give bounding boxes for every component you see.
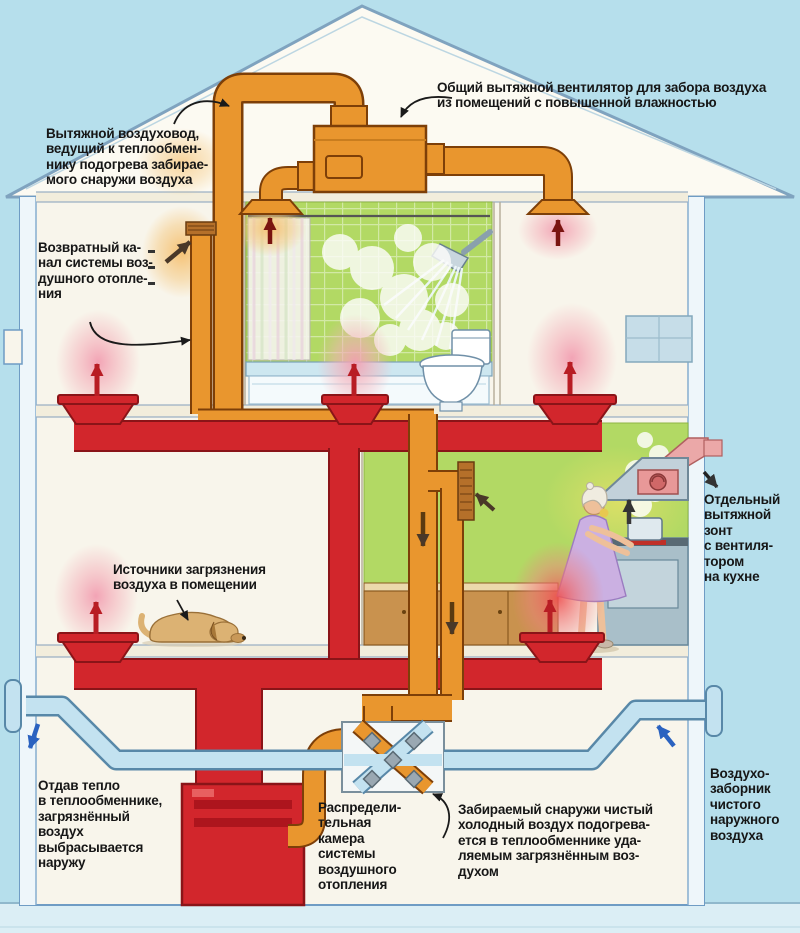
label-exhaust-duct: Вытяжной воздуховод, ведущий к теплообме…: [46, 126, 209, 188]
floor-diffuser: [60, 402, 136, 425]
label-pollution-sources: Источники загрязнения воздуха в помещени…: [113, 562, 266, 593]
window: [625, 315, 693, 363]
return-drop-ducts: [362, 414, 475, 724]
ceiling-diffuser: [525, 199, 591, 215]
air-out-arrow: [27, 723, 41, 749]
floor-diffuser: [60, 640, 136, 663]
window-sill: [3, 329, 23, 365]
flow-arrows: [27, 217, 719, 749]
fresh-air-pipes: [4, 679, 723, 771]
label-heat-released-air: Отдав тепло в теплообменнике, загрязнённ…: [38, 778, 163, 870]
cooking-pot: [627, 517, 663, 541]
return-air-arrow: [474, 492, 496, 512]
air-motion-dashes: [148, 250, 155, 285]
leader-arrows: [89, 96, 453, 839]
label-fresh-cold-air: Забираемый снаружи чистый холодный возду…: [458, 802, 653, 879]
sleeping-dog: [138, 611, 246, 647]
exhaust-return-ducts: [185, 72, 591, 428]
label-distribution-chamber: Распредели- тельная камера системы возду…: [318, 800, 401, 892]
hood-outlet-arrow: [702, 470, 719, 489]
ceiling-diffuser: [237, 199, 305, 215]
return-grille: [457, 461, 475, 521]
label-return-channel: Возвратный ка- нал системы воз- душного …: [38, 240, 153, 302]
attic-fan-unit: [297, 105, 445, 194]
exhaust-air-arrow: [263, 217, 565, 246]
range-hood: [593, 437, 723, 501]
ground: [0, 903, 800, 933]
exhaust-outlet-cap: [4, 679, 22, 733]
label-exhaust-fan: Общий вытяжной вентилятор для забора воз…: [437, 80, 767, 111]
label-kitchen-hood: Отдельный вытяжной зонт с вентиля- тором…: [704, 492, 781, 584]
toilet-icon: [419, 329, 491, 412]
label-air-intake: Воздухо- заборник чистого наружного возд…: [710, 766, 780, 843]
heat-exchanger: [341, 719, 445, 795]
air-intake-cap: [705, 685, 723, 737]
furnace-distribution-chamber: [180, 728, 347, 907]
air-glows: [54, 128, 617, 654]
air-in-arrow: [656, 724, 676, 748]
return-grille: [185, 221, 217, 236]
warm-air-arrow: [89, 361, 577, 634]
return-air-arrow: [164, 240, 192, 264]
exchanger-plates: [362, 731, 424, 789]
